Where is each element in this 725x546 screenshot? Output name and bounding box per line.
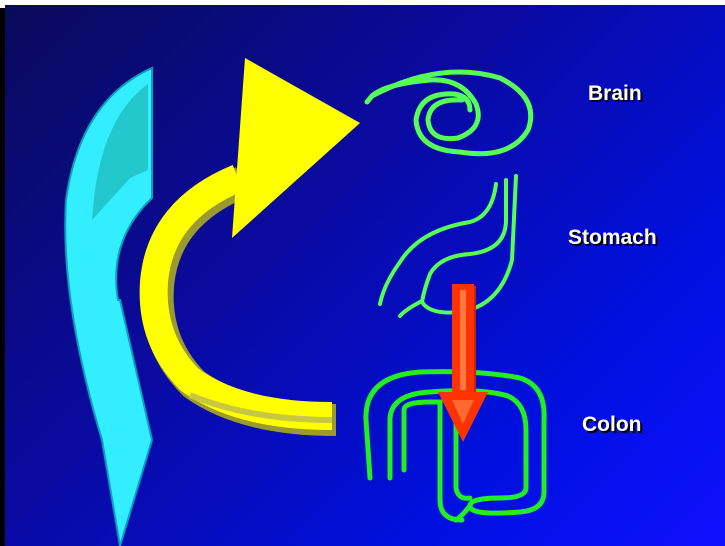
colon-label: Colon — [582, 413, 641, 437]
red-down-arrow — [438, 284, 488, 442]
cyan-down-arrow — [65, 68, 152, 546]
stomach-label: Stomach — [568, 226, 657, 250]
brain-outline — [367, 72, 531, 154]
stomach-outline — [380, 176, 516, 316]
yellow-curved-arrow — [154, 58, 360, 420]
brain-label: Brain — [588, 82, 642, 106]
